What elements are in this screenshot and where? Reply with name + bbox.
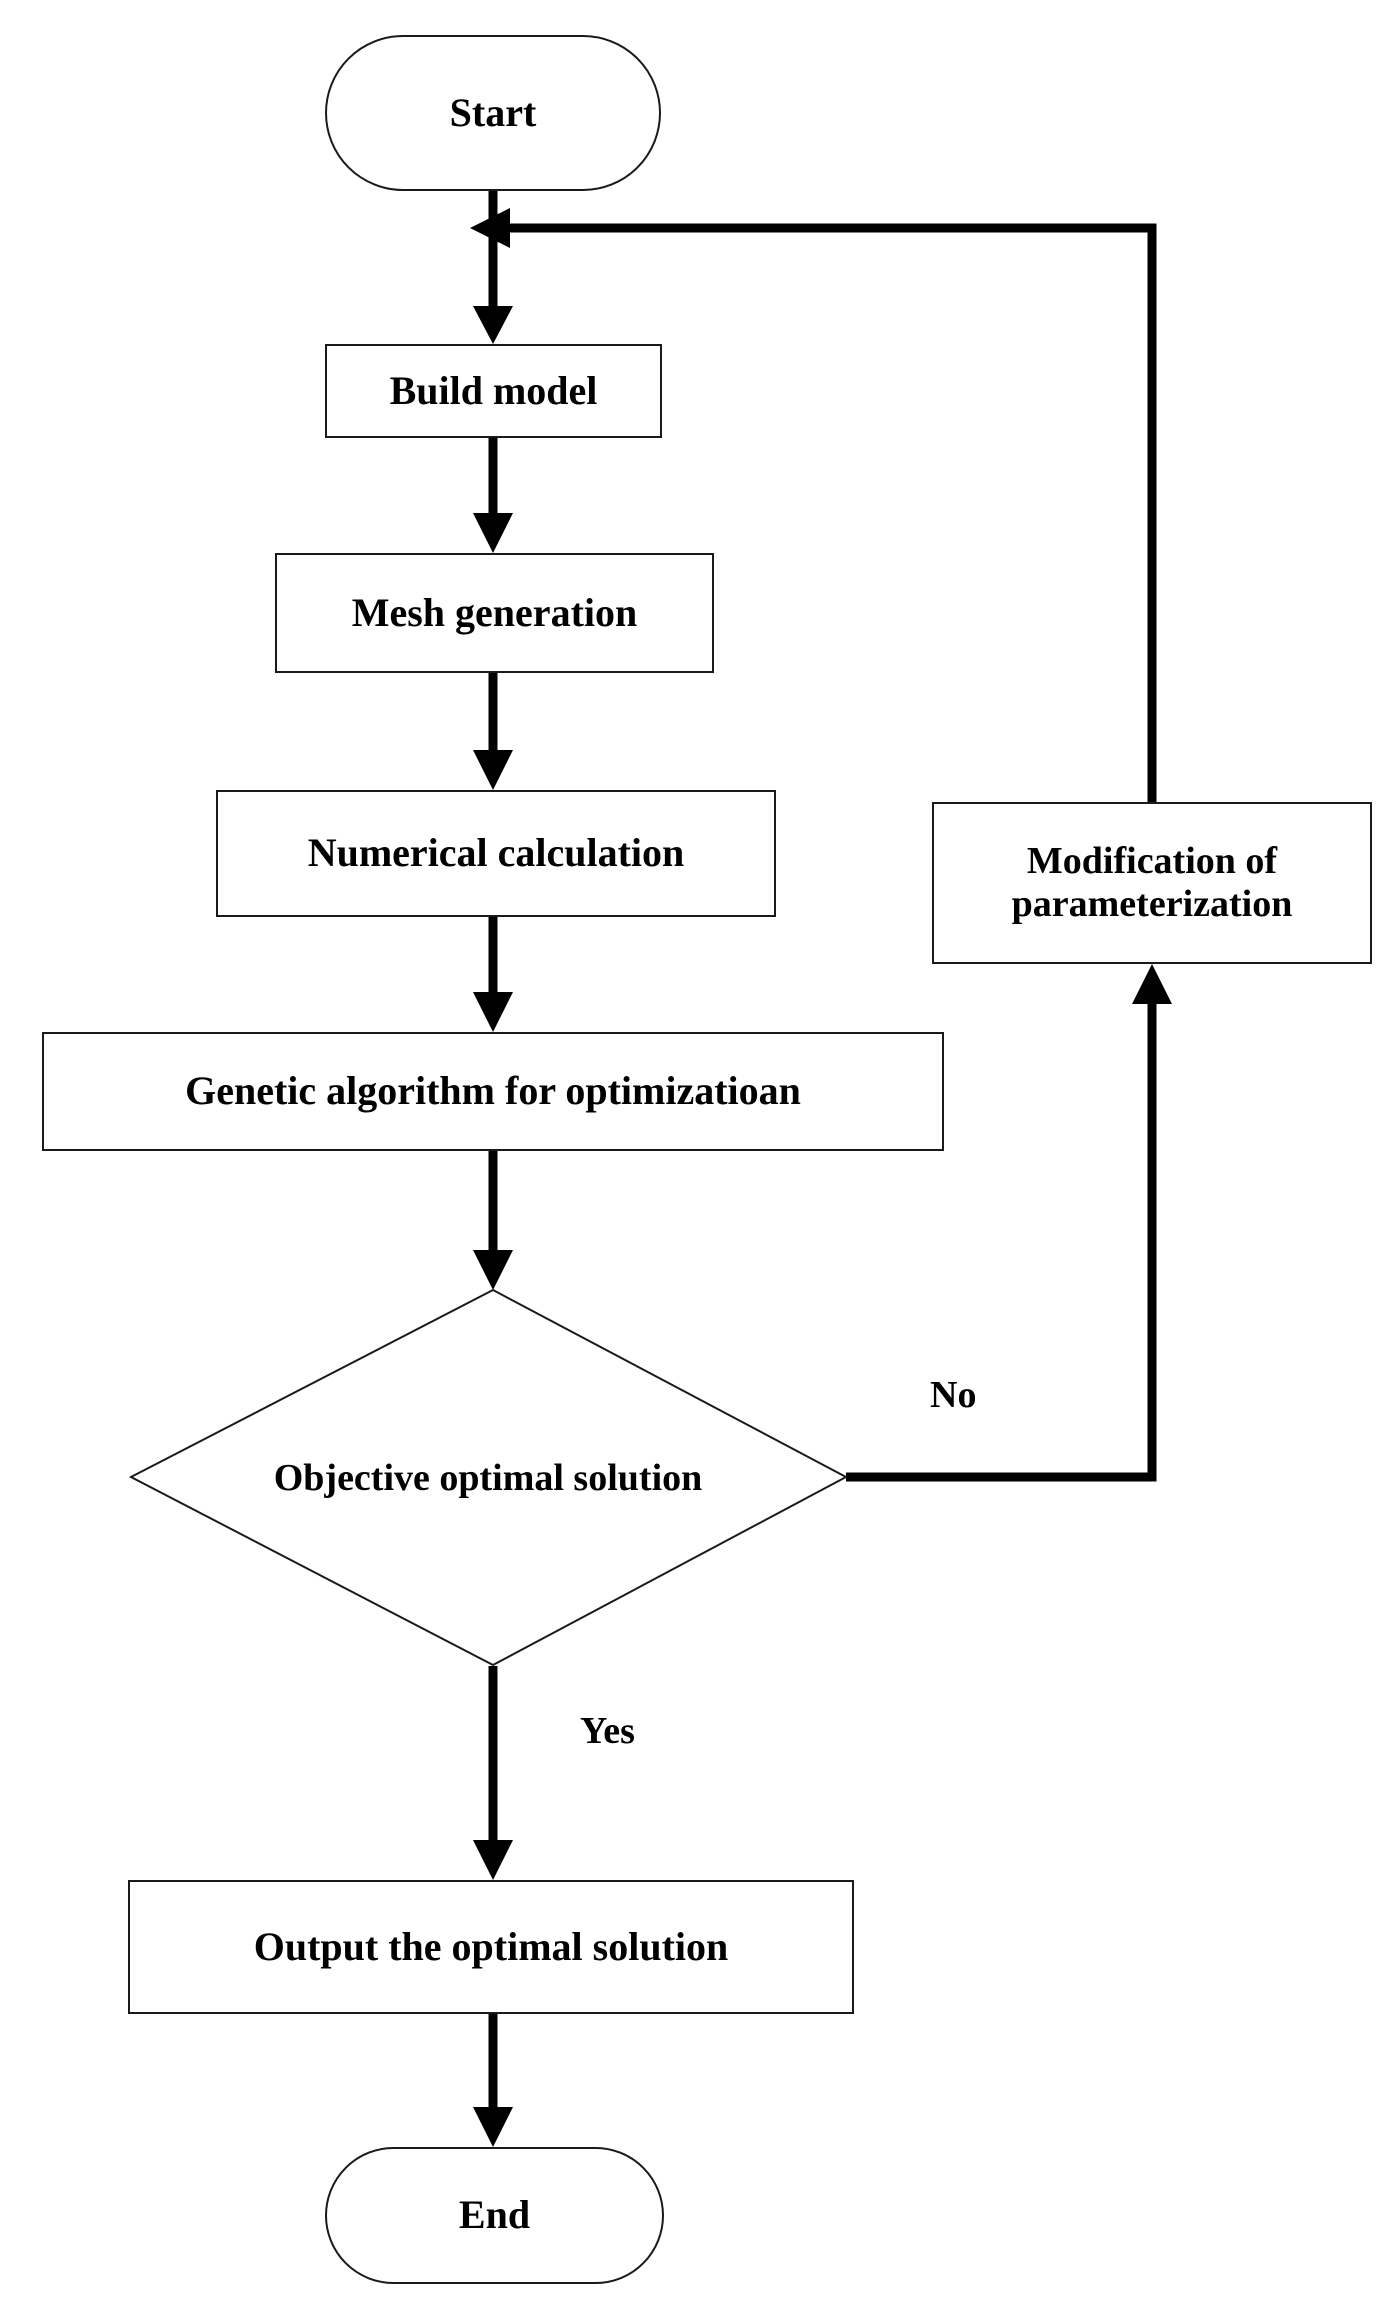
edge-build-to-mesh xyxy=(473,438,513,553)
edge-label-yes: Yes xyxy=(580,1710,635,1752)
edge-decision-yes-to-output xyxy=(473,1666,513,1880)
node-numerical-calculation[interactable]: Numerical calculation xyxy=(216,790,776,917)
node-mesh-generation-label: Mesh generation xyxy=(351,589,638,635)
edge-output-to-end xyxy=(473,2014,513,2147)
node-modification-of-parameterization-label: Modification of parameterization xyxy=(1011,840,1293,925)
node-objective-optimal-solution-decision[interactable]: Objective optimal solution xyxy=(130,1290,846,1666)
node-numerical-calculation-label: Numerical calculation xyxy=(307,830,685,876)
node-end[interactable]: End xyxy=(325,2147,664,2284)
node-decision-label: Objective optimal solution xyxy=(273,1456,703,1499)
node-modification-of-parameterization[interactable]: Modification of parameterization xyxy=(932,802,1372,964)
node-build-model[interactable]: Build model xyxy=(325,344,662,438)
node-mesh-generation[interactable]: Mesh generation xyxy=(275,553,714,673)
edge-mesh-to-numerical xyxy=(473,673,513,790)
edge-start-to-build xyxy=(473,191,513,344)
edge-genetic-to-decision xyxy=(473,1151,513,1290)
node-start-label: Start xyxy=(449,89,537,135)
edge-label-no: No xyxy=(930,1374,977,1416)
node-output-the-optimal-solution[interactable]: Output the optimal solution xyxy=(128,1880,854,2014)
node-genetic-algorithm-label: Genetic algorithm for optimizatioan xyxy=(185,1068,801,1114)
edge-numerical-to-genetic xyxy=(473,917,513,1032)
edge-modification-to-build xyxy=(470,208,1157,802)
node-start[interactable]: Start xyxy=(325,35,661,191)
node-end-label: End xyxy=(458,2192,531,2238)
node-genetic-algorithm-for-optimization[interactable]: Genetic algorithm for optimizatioan xyxy=(42,1032,944,1151)
node-output-label: Output the optimal solution xyxy=(253,1923,729,1969)
node-build-model-label: Build model xyxy=(389,367,598,413)
